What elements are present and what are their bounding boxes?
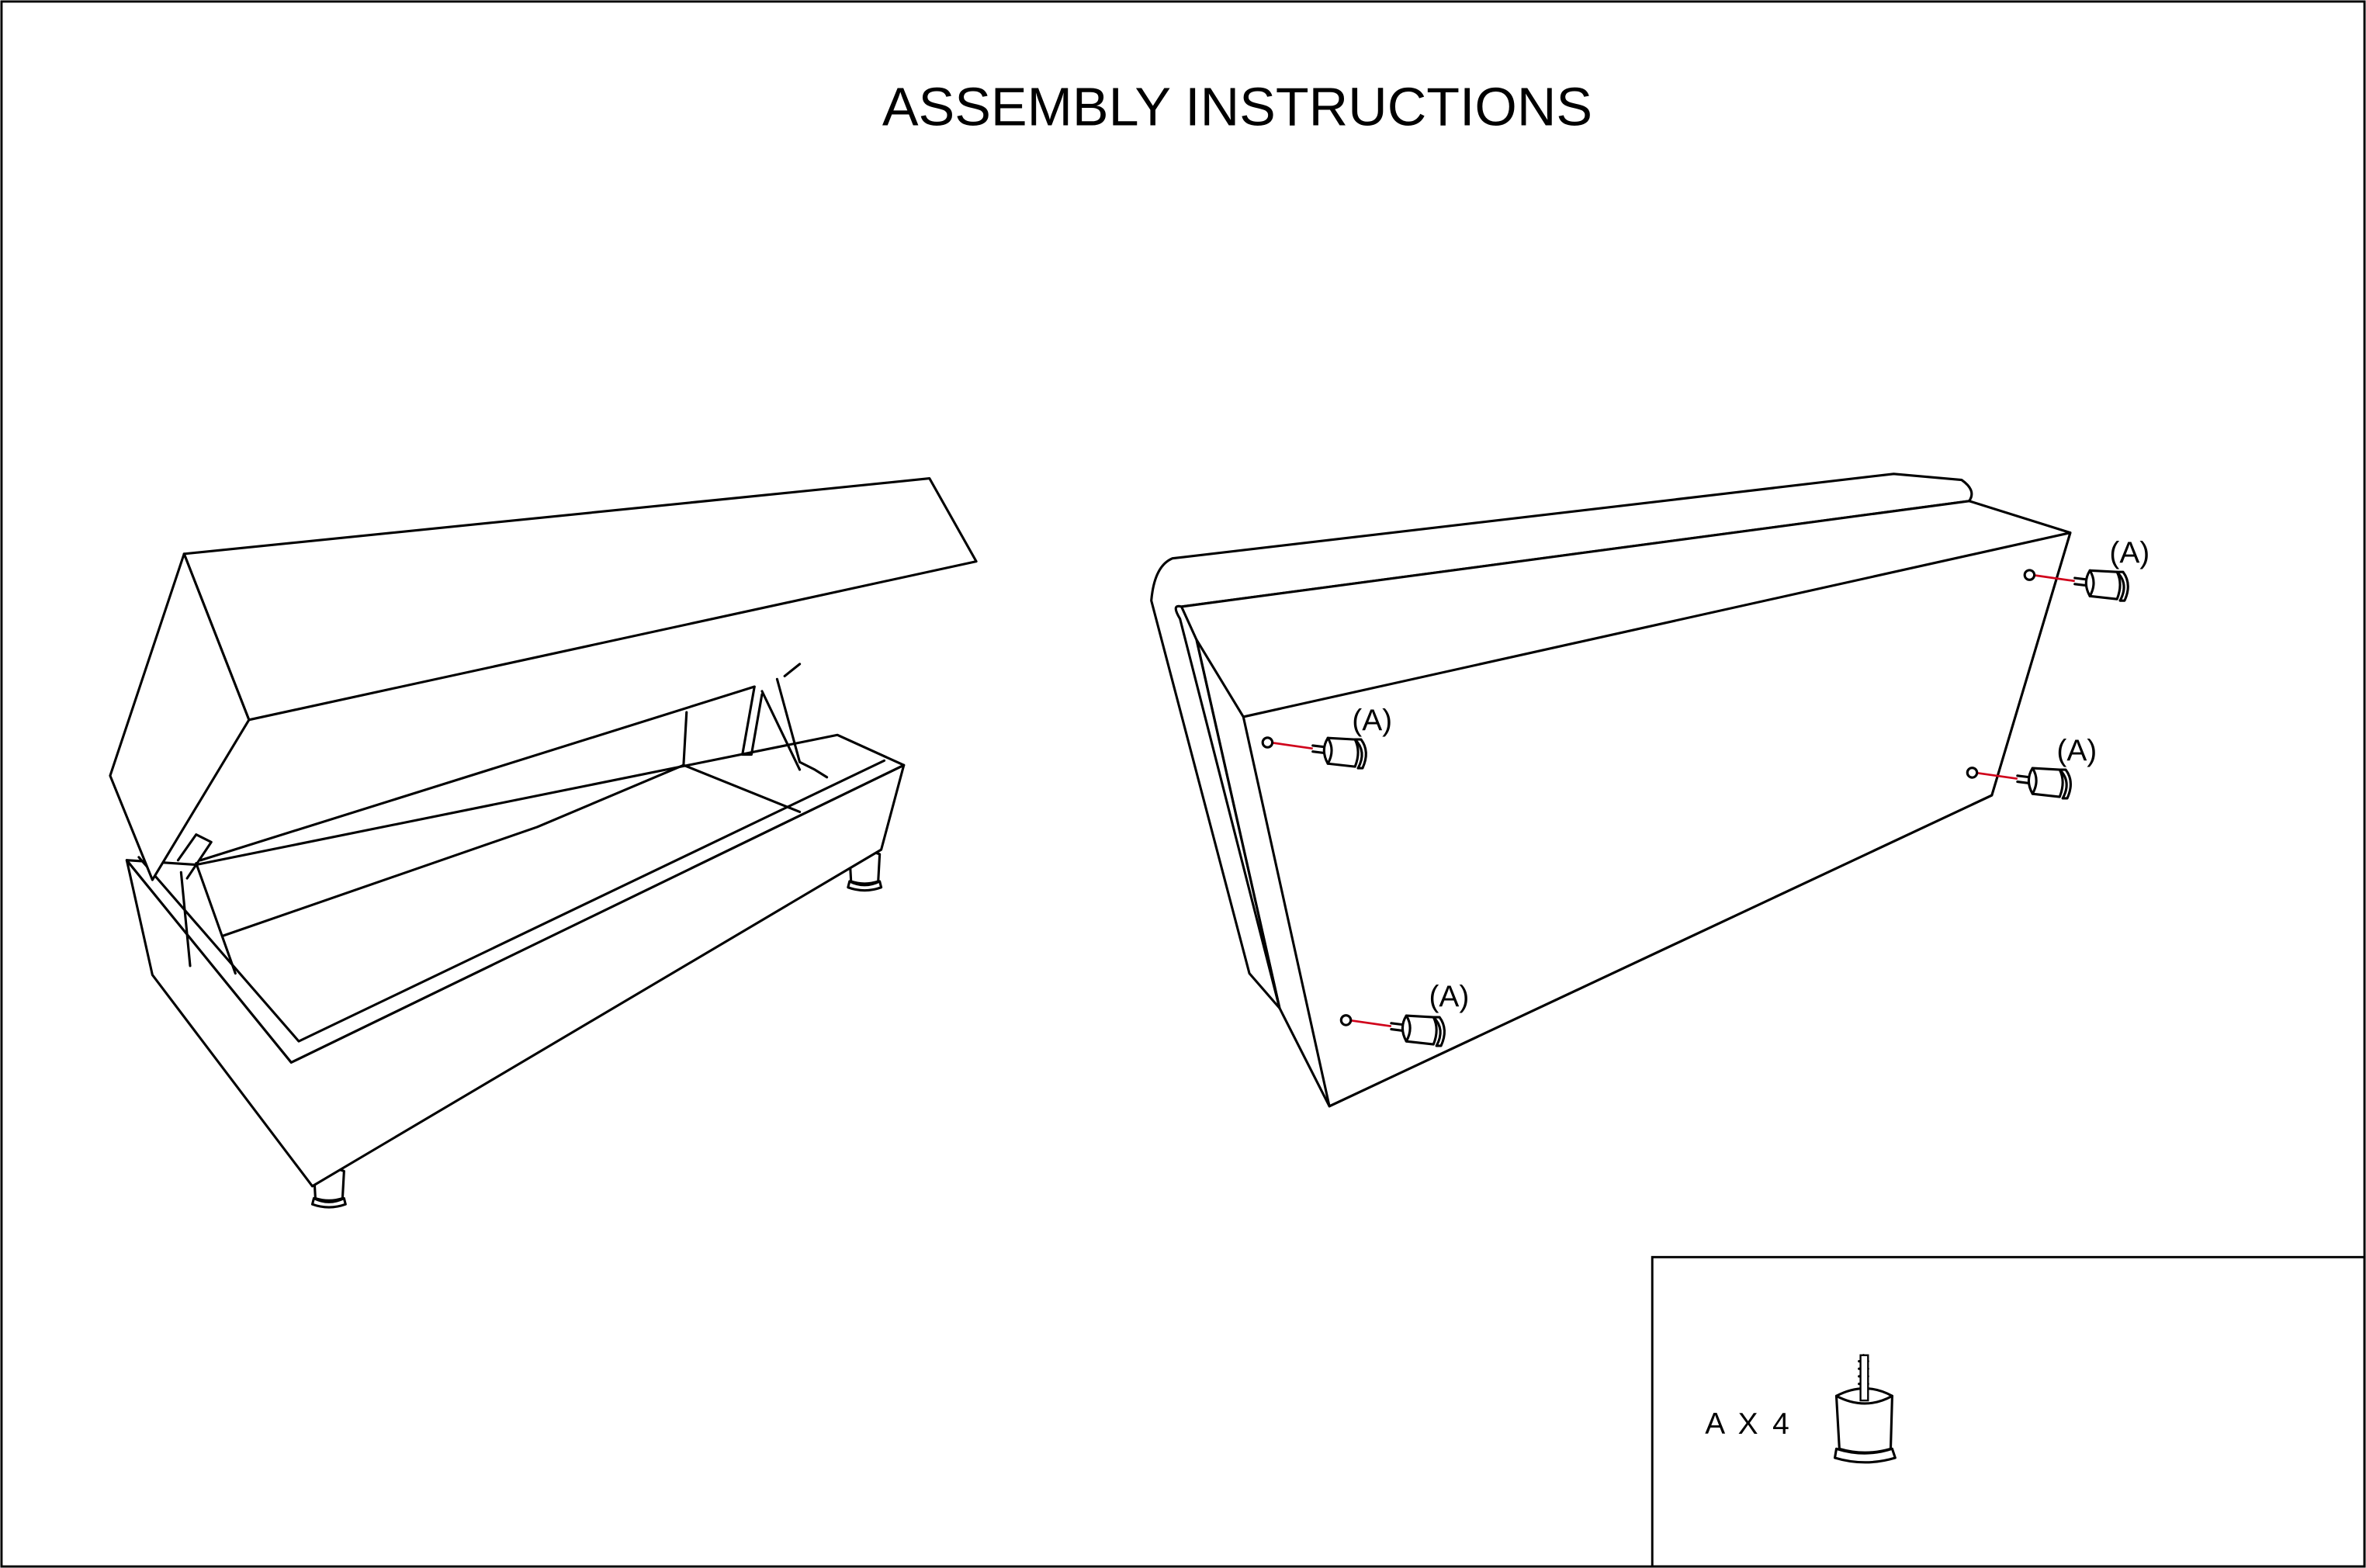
page-title: ASSEMBLY INSTRUCTIONS [882,76,1592,137]
callout-label: (A) [2056,734,2097,767]
furniture-leg-icon [1833,1354,1897,1464]
ottoman-open-illustration [109,477,978,1209]
ottoman-underside-illustration: (A) (A) (A) (A) [1150,472,2149,1108]
callout-label: (A) [1352,704,1392,737]
callout-label: (A) [2109,537,2149,570]
callout-label: (A) [1429,980,1469,1013]
parts-list-box: A X 4 [1651,1255,2366,1568]
part-quantity-label: A X 4 [1705,1407,1792,1441]
